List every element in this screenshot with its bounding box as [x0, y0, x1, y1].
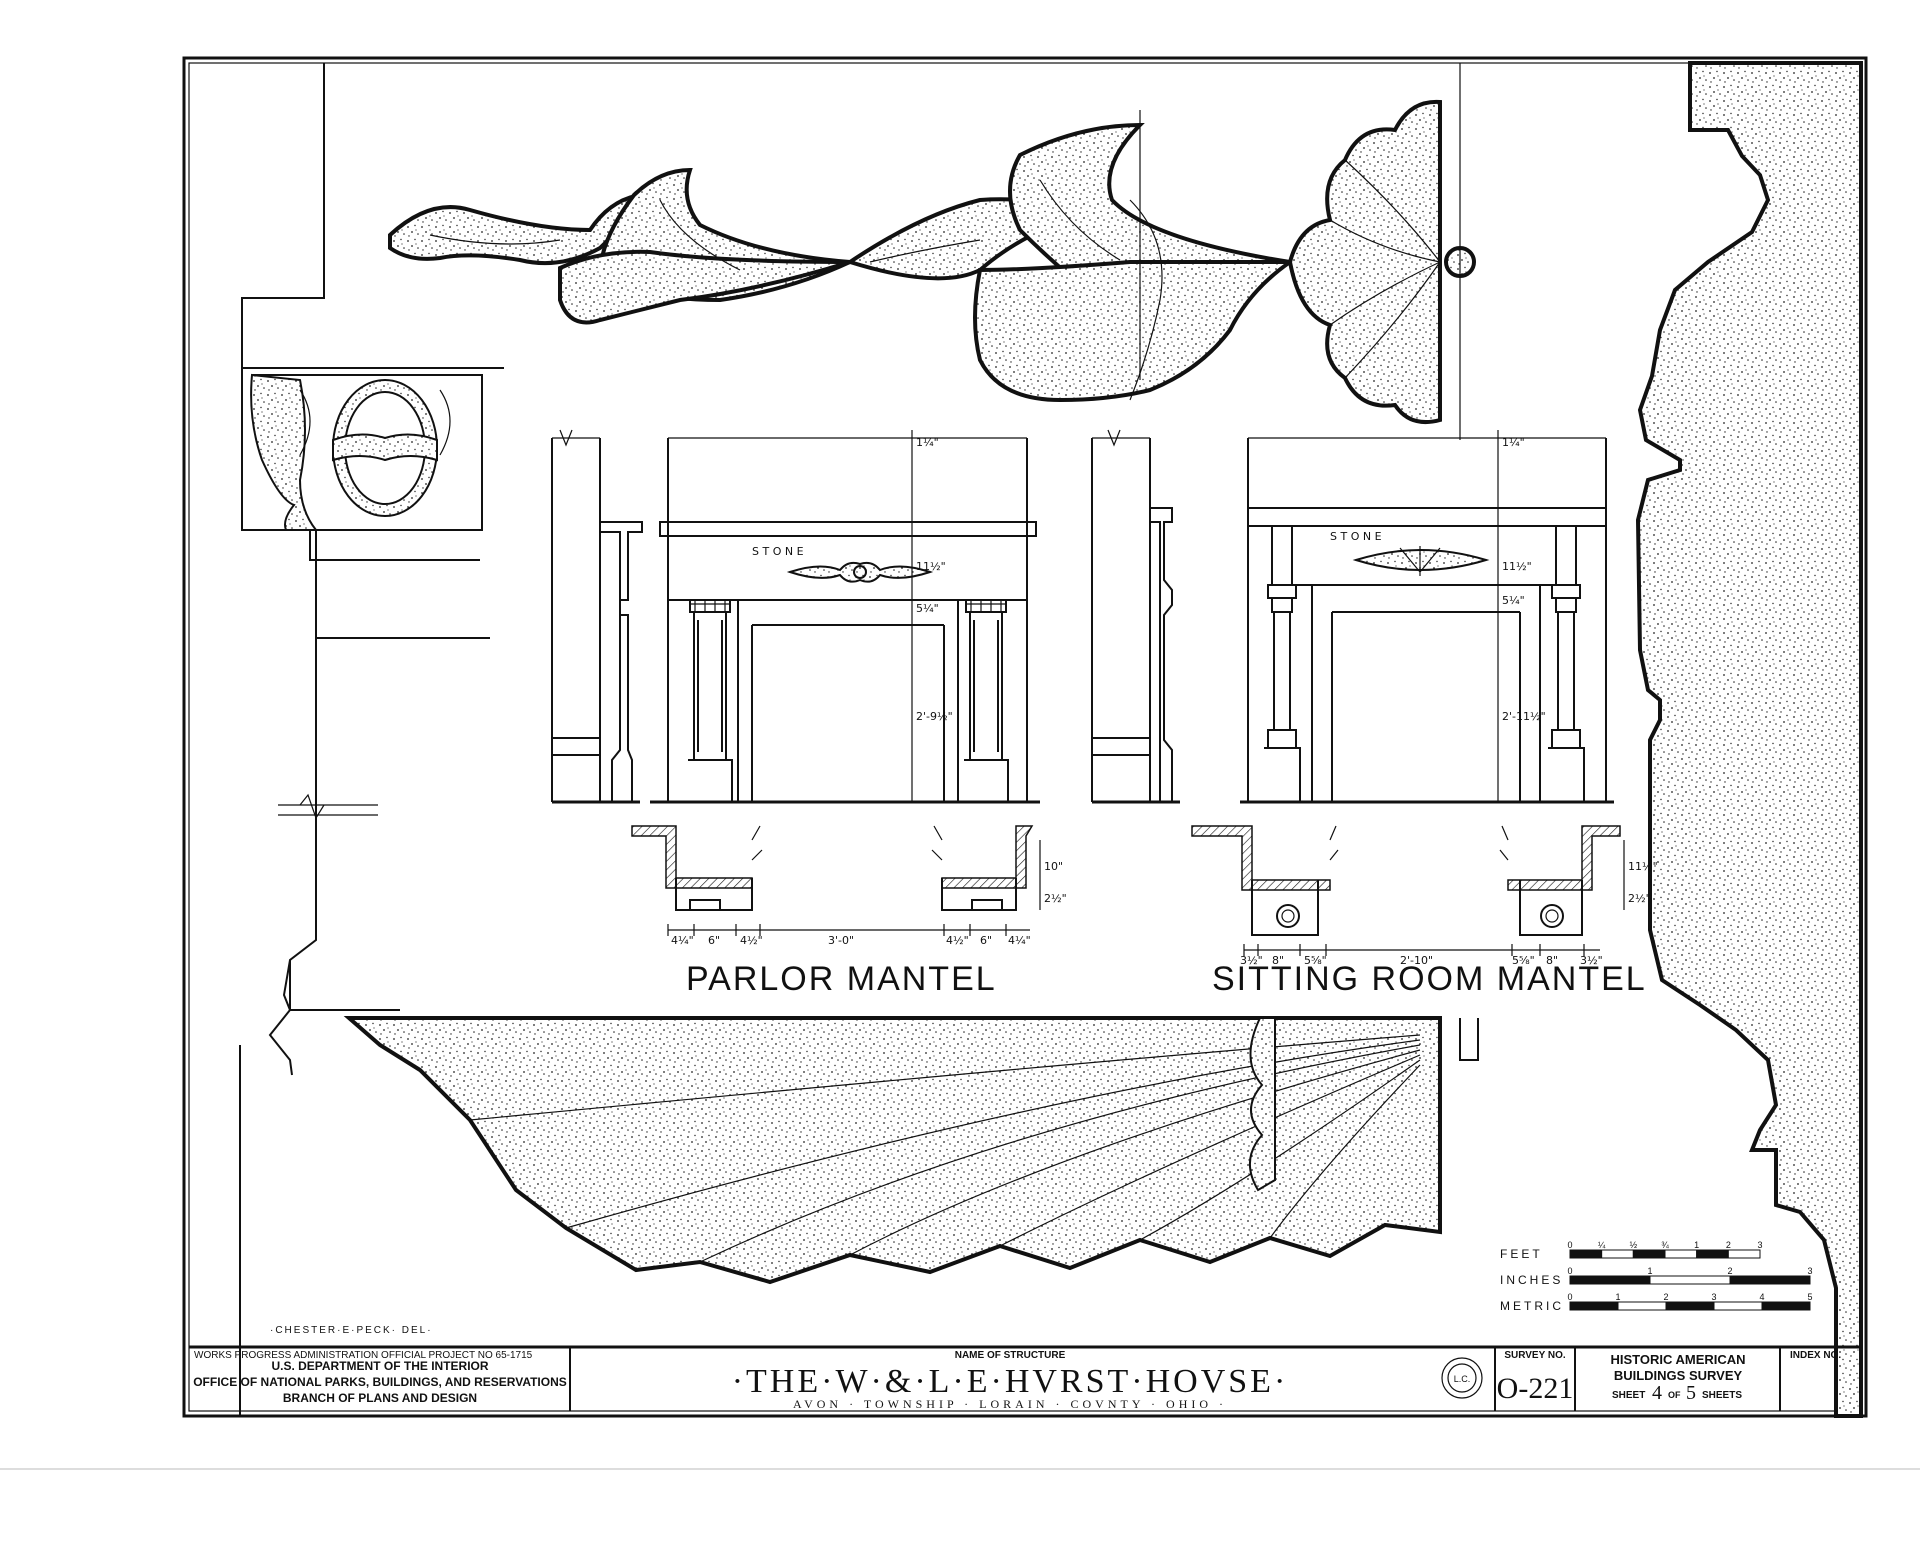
sitting-dim-band: 5¼" [1502, 594, 1525, 607]
sitting-dim-frieze: 11½" [1502, 560, 1532, 573]
parlor-plan-depth: 10" [1044, 860, 1063, 873]
left-pilaster-profile [241, 63, 504, 1076]
shell-frieze-carving [343, 1016, 1442, 1285]
sheet-word: SHEET [1612, 1390, 1645, 1401]
of-word: OF [1668, 1390, 1681, 1400]
habs-line-2: BUILDINGS SURVEY [1614, 1368, 1743, 1383]
sitting-dim-opening: 2'-11½" [1502, 710, 1546, 723]
agency-line-3: OFFICE OF NATIONAL PARKS, BUILDINGS, AND… [193, 1375, 567, 1389]
agency-line-2: U.S. DEPARTMENT OF THE INTERIOR [271, 1359, 488, 1373]
scale-feet-segment [1696, 1249, 1729, 1259]
title-block: WORKS PROGRESS ADMINISTRATION OFFICIAL P… [189, 1345, 1861, 1411]
scale-inches-tick-label: 3 [1807, 1266, 1812, 1276]
survey-no-label: SURVEY NO. [1504, 1350, 1566, 1361]
scale-metric-tick-label: 4 [1759, 1292, 1764, 1302]
parlor-plan-base: 2½" [1044, 892, 1067, 905]
sitting-plan-w2: 8" [1272, 954, 1284, 967]
scale-feet-tick-label: 2 [1726, 1240, 1731, 1250]
scale-metric-segment [1617, 1301, 1667, 1311]
parlor-plan: 4¼" 6" 4½" 3'-0" 4½" 6" 4¼" 10" 2½" [631, 825, 1067, 947]
scale-inches-tick-label: 0 [1567, 1266, 1572, 1276]
right-molding-profile [1635, 61, 1863, 1418]
sitting-front-elevation: S T O N E 1¼" 11½" 5¼" 2'-11½" [1240, 430, 1614, 804]
sitting-plan-depth: 11½" [1628, 860, 1658, 873]
scale-metric-tick-label: 3 [1711, 1292, 1716, 1302]
sheet-number: 4 [1652, 1382, 1662, 1404]
habs-line-1: HISTORIC AMERICAN [1610, 1352, 1745, 1367]
sitting-dim-top: 1¼" [1502, 436, 1525, 449]
scale-feet-segment [1601, 1249, 1634, 1259]
scale-metric-tick-label: 0 [1567, 1292, 1572, 1302]
agency-line-4: BRANCH OF PLANS AND DESIGN [283, 1391, 477, 1405]
survey-number: O-221 [1497, 1372, 1574, 1405]
parlor-plan-w3: 4½" [740, 934, 763, 947]
sitting-plan: 3½" 8" 5⅝" 2'-10" 5⅝" 8" 3½" 11½" 2½" [1191, 825, 1658, 967]
scale-metric-segment [1569, 1301, 1619, 1311]
scale-feet-segment [1727, 1249, 1761, 1259]
sheet-total: 5 [1686, 1382, 1696, 1404]
parlor-plan-w2b: 6" [980, 934, 992, 947]
scale-feet-tick-label: 3 [1757, 1240, 1762, 1250]
library-of-congress-seal [1441, 1357, 1483, 1399]
graphic-scales: FEET INCHES METRIC 0 ¼ ½ ¾ 1 2 3 0 1 2 3 0 1 2 3 4 5 [1500, 1240, 1813, 1313]
scale-metric-segment [1665, 1301, 1715, 1311]
parlor-dim-top: 1¼" [916, 436, 939, 449]
scale-feet-tick-label: ½ [1630, 1240, 1638, 1250]
structure-location: AVON · TOWNSHIP · LORAIN · COVNTY · OHIO… [793, 1397, 1227, 1411]
scale-metric-label: METRIC [1500, 1299, 1564, 1313]
scale-feet-segment [1664, 1249, 1698, 1259]
parlor-side-elevation [551, 429, 643, 804]
scale-feet-tick-label: ¼ [1598, 1240, 1606, 1250]
scale-inches-segment [1649, 1275, 1731, 1285]
shell-ribs [469, 1017, 1479, 1263]
scale-feet-tick-label: 0 [1567, 1240, 1572, 1250]
sitting-plan-w1: 3½" [1240, 954, 1263, 967]
parlor-front-elevation: S T O N E 1¼" 11½" 5¼" 2'-9½" [650, 430, 1040, 804]
parlor-plan-w1: 4¼" [671, 934, 694, 947]
scale-feet-segment [1569, 1249, 1603, 1259]
scale-metric-tick-label: 5 [1807, 1292, 1812, 1302]
agency-line-1: WORKS PROGRESS ADMINISTRATION OFFICIAL P… [194, 1350, 533, 1361]
scale-feet-segment [1632, 1249, 1666, 1259]
scale-inches-label: INCHES [1500, 1273, 1563, 1287]
parlor-dim-frieze: 11½" [916, 560, 946, 573]
scale-feet-label: FEET [1500, 1247, 1543, 1261]
scale-metric-segment [1761, 1301, 1811, 1311]
parlor-plan-span: 3'-0" [828, 934, 854, 947]
name-of-structure-label: NAME OF STRUCTURE [955, 1350, 1066, 1361]
scale-inches-tick-label: 2 [1727, 1266, 1732, 1276]
delineator-credit: ·CHESTER·E·PECK· DEL· [270, 1325, 433, 1336]
scale-inches-tick-label: 1 [1647, 1266, 1652, 1276]
sheets-word: SHEETS [1702, 1390, 1742, 1401]
sitting-plan-span: 2'-10" [1400, 954, 1433, 967]
parlor-dim-band: 5¼" [916, 602, 939, 615]
acanthus-leaf-ornament [388, 63, 1476, 440]
sitting-room-mantel-title: SITTING ROOM MANTEL [1212, 960, 1647, 998]
sheet-border [182, 56, 1868, 1418]
sitting-side-elevation [1091, 429, 1180, 804]
scale-feet-tick-label: ¾ [1661, 1240, 1669, 1250]
parlor-plan-w3b: 4½" [946, 934, 969, 947]
sitting-plan-w3b: 5⅝" [1512, 954, 1535, 967]
scale-metric-tick-label: 1 [1615, 1292, 1620, 1302]
seal-text: L.C. [1454, 1374, 1471, 1384]
sitting-plan-w2b: 8" [1546, 954, 1558, 967]
index-no-label: INDEX NO. [1790, 1350, 1841, 1361]
parlor-mantel-title: PARLOR MANTEL [686, 960, 997, 998]
parlor-stone-label: S T O N E [752, 545, 804, 558]
scale-feet-tick-label: 1 [1694, 1240, 1699, 1250]
parlor-plan-w2: 6" [708, 934, 720, 947]
scale-metric-segment [1713, 1301, 1763, 1311]
sitting-plan-w1b: 3½" [1580, 954, 1603, 967]
sitting-stone-label: S T O N E [1330, 530, 1382, 543]
structure-name: ·THE·W·&·L·E·HVRST·HOVSE· [732, 1363, 1289, 1400]
sitting-plan-base: 2½" [1628, 892, 1651, 905]
scale-inches-segment [1569, 1275, 1651, 1285]
scale-metric-tick-label: 2 [1663, 1292, 1668, 1302]
sitting-plan-w3: 5⅝" [1304, 954, 1327, 967]
scale-inches-segment [1729, 1275, 1811, 1285]
parlor-dim-opening: 2'-9½" [916, 710, 953, 723]
parlor-plan-w1b: 4¼" [1008, 934, 1031, 947]
